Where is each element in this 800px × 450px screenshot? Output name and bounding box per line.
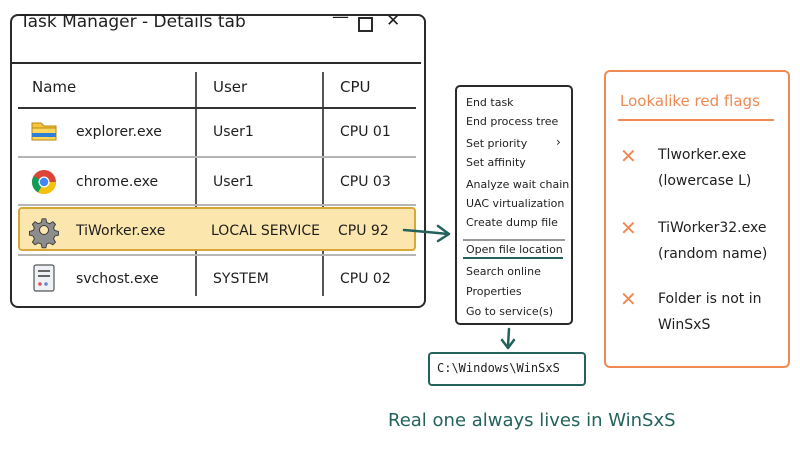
column-header-cpu[interactable]: CPU — [340, 78, 371, 96]
table-cell-name: TiWorker.exe — [76, 223, 166, 239]
red-flag-item-line2: (lowercase L) — [658, 173, 752, 189]
column-separator — [322, 72, 324, 296]
red-flag-item-line1: TiWorker32.exe — [658, 220, 767, 236]
red-flag-item-line2: WinSxS — [658, 317, 711, 333]
window-title: Task Manager - Details tab — [20, 12, 246, 32]
menu-item-open-file-location[interactable]: Open file location — [466, 243, 563, 256]
menu-item-analyze-wait-chain[interactable]: Analyze wait chain — [466, 178, 570, 191]
red-flag-item-line2: (random name) — [658, 246, 768, 262]
arrow-to-path — [500, 327, 516, 350]
close-button[interactable]: ✕ — [386, 11, 401, 31]
maximize-button[interactable] — [358, 17, 373, 32]
x-mark-icon: ✕ — [620, 144, 637, 168]
table-cell-user: User1 — [213, 124, 254, 140]
title-divider — [10, 62, 421, 64]
table-cell-user: SYSTEM — [213, 271, 269, 287]
column-header-name[interactable]: Name — [32, 78, 77, 96]
table-cell-user: LOCAL SERVICE — [211, 223, 320, 239]
x-mark-icon: ✕ — [620, 216, 637, 240]
red-flag-item-line1: Tlworker.exe — [658, 147, 747, 163]
path-text: C:\Windows\WinSxS — [437, 361, 560, 375]
menu-item-highlight-underline — [463, 257, 563, 259]
row-divider — [18, 156, 416, 158]
x-mark-icon: ✕ — [620, 287, 637, 311]
minimize-button[interactable]: — — [332, 7, 349, 27]
red-flag-item-line1: Folder is not in — [658, 291, 762, 307]
table-row-highlight[interactable] — [18, 207, 416, 251]
menu-item-end-task[interactable]: End task — [466, 96, 514, 109]
table-cell-cpu: CPU 92 — [338, 223, 389, 239]
menu-item-set-priority[interactable]: Set priority — [466, 137, 528, 150]
table-cell-cpu: CPU 01 — [340, 124, 391, 140]
table-cell-name: explorer.exe — [76, 124, 162, 140]
row-divider — [18, 204, 416, 206]
menu-item-set-affinity[interactable]: Set affinity — [466, 156, 526, 169]
menu-item-uac-virtualization[interactable]: UAC virtualization — [466, 197, 565, 210]
caption: Real one always lives in WinSxS — [388, 410, 676, 431]
table-cell-cpu: CPU 02 — [340, 271, 391, 287]
path-box — [428, 352, 586, 386]
menu-item-create-dump-file[interactable]: Create dump file — [466, 216, 558, 229]
menu-separator — [463, 239, 565, 241]
header-divider — [18, 107, 416, 109]
menu-item-search-online[interactable]: Search online — [466, 265, 541, 278]
red-flags-title: Lookalike red flags — [620, 92, 760, 110]
table-cell-name: chrome.exe — [76, 174, 159, 190]
menu-item-go-to-services[interactable]: Go to service(s) — [466, 305, 554, 318]
table-cell-name: svchost.exe — [76, 271, 159, 287]
table-cell-user: User1 — [213, 174, 254, 190]
red-flags-title-underline — [618, 119, 774, 121]
table-cell-cpu: CPU 03 — [340, 174, 391, 190]
arrow-to-menu — [402, 224, 451, 243]
chevron-right-icon: › — [556, 135, 561, 149]
menu-item-end-process-tree[interactable]: End process tree — [466, 115, 559, 128]
context-menu — [455, 85, 573, 325]
row-divider — [18, 254, 416, 256]
column-separator — [195, 72, 197, 296]
column-header-user[interactable]: User — [213, 78, 248, 96]
menu-item-properties[interactable]: Properties — [466, 285, 522, 298]
